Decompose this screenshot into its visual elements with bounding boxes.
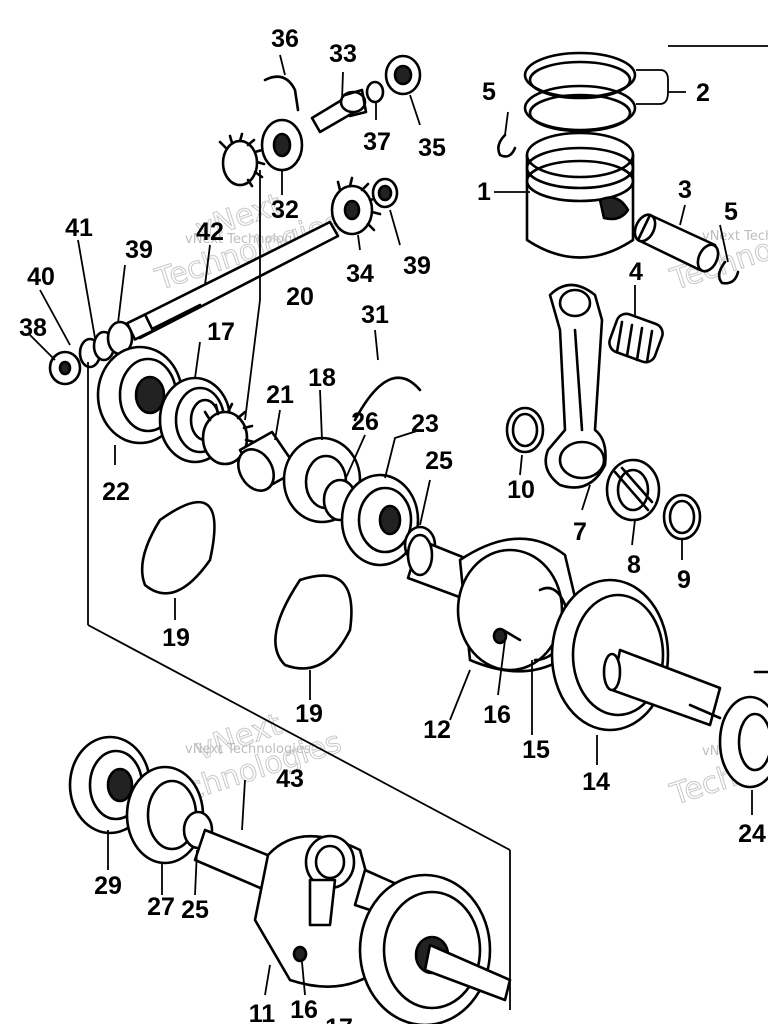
callout-16: 16: [290, 996, 318, 1024]
callout-9: 9: [677, 566, 691, 594]
callout-4: 4: [629, 258, 643, 286]
callout-21: 21: [266, 381, 294, 409]
crankshaft-left-half: [550, 578, 722, 732]
thrust-washer: [505, 406, 545, 454]
snap-ring: [140, 500, 216, 595]
callout-15: 15: [522, 736, 550, 764]
callout-40: 40: [27, 263, 55, 291]
thrust-washer: [662, 493, 702, 541]
callout-39: 39: [403, 252, 431, 280]
leader-lines: [29, 54, 753, 996]
callout-24: 24: [738, 820, 766, 848]
callout-18: 18: [308, 364, 336, 392]
snap-ring: [353, 376, 422, 422]
callout-19: 19: [295, 700, 323, 728]
callout-34: 34: [346, 260, 374, 288]
watermark-line: vNext Technologies: [185, 742, 311, 757]
callout-26: 26: [351, 408, 379, 436]
ball-bearing: [260, 118, 304, 172]
nut-washer-stack: [48, 320, 134, 386]
callout-labels: 1 2 3 4 5 5 7 8 9 10 11 12 14 15 16 16 1…: [19, 25, 766, 1024]
callout-17: 17: [325, 1014, 353, 1024]
callout-31: 31: [361, 301, 389, 329]
callout-33: 33: [329, 40, 357, 68]
callout-12: 12: [423, 716, 451, 744]
piston: [525, 131, 635, 259]
callout-35: 35: [418, 134, 446, 162]
crankshaft-right-half: [406, 533, 587, 673]
snap-ring: [274, 574, 353, 670]
gear: [330, 176, 382, 236]
callout-42: 42: [196, 218, 224, 246]
callout-29: 29: [94, 872, 122, 900]
callout-37: 37: [363, 128, 391, 156]
callout-7: 7: [573, 518, 587, 546]
circlip: [263, 75, 300, 112]
callout-20: 20: [286, 283, 314, 311]
piston-rings: [523, 51, 637, 133]
callout-16: 16: [483, 701, 511, 729]
piston-pin: [633, 213, 720, 273]
callout-39: 39: [125, 236, 153, 264]
watermark-line: vNext Technologies: [702, 229, 768, 244]
callout-19: 19: [162, 624, 190, 652]
crankshaft-assembly: [193, 828, 512, 1024]
oil-seal: [718, 695, 768, 789]
callout-2: 2: [696, 79, 710, 107]
gear-shaft: [125, 220, 340, 341]
callout-10: 10: [507, 476, 535, 504]
callout-17: 17: [207, 318, 235, 346]
callout-11: 11: [249, 1000, 276, 1024]
watermark-line: vNext Technologies: [185, 232, 311, 247]
callout-22: 22: [102, 478, 130, 506]
callout-32: 32: [271, 196, 299, 224]
callout-25: 25: [425, 447, 453, 475]
needle-bearing-big-end: [605, 458, 661, 522]
callout-43: 43: [276, 765, 304, 793]
circlip: [717, 260, 740, 285]
washer: [365, 80, 385, 104]
callout-3: 3: [678, 176, 692, 204]
ball-bearing: [384, 54, 422, 96]
connecting-rod: [544, 283, 607, 489]
callout-27: 27: [147, 893, 175, 921]
callout-8: 8: [627, 551, 641, 579]
needle-bearing-small-end: [608, 312, 664, 364]
callout-14: 14: [582, 768, 610, 796]
callout-25: 25: [181, 896, 209, 924]
main-bearing: [125, 765, 205, 865]
callout-1: 1: [477, 178, 491, 206]
callout-38: 38: [19, 314, 47, 342]
bevel-gear: [201, 402, 256, 466]
callout-41: 41: [65, 214, 93, 242]
callout-36: 36: [271, 25, 299, 53]
callout-5: 5: [724, 198, 738, 226]
drive-gear-shaft: [310, 88, 368, 134]
callout-5: 5: [482, 78, 496, 106]
circlip: [497, 133, 517, 158]
main-bearing: [340, 473, 420, 567]
spur-gear: [218, 132, 266, 188]
callout-23: 23: [411, 410, 439, 438]
